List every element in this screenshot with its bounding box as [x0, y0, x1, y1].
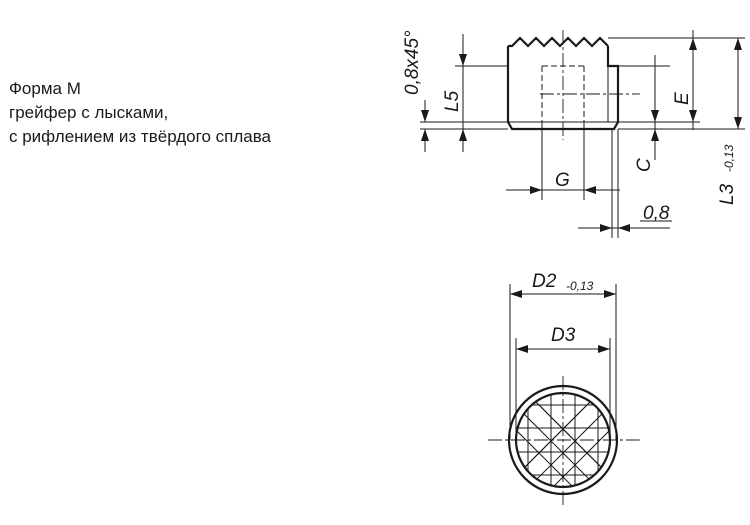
caption: Форма M грейфер с лысками, с рифлением и…: [9, 77, 271, 149]
side-view: [420, 30, 745, 238]
l5-label: L5: [442, 90, 463, 112]
caption-form: Форма M: [9, 79, 81, 98]
chamfer-label: 0,8x45°: [402, 30, 423, 95]
d3-label: D3: [551, 325, 576, 346]
l3-tolerance-label: -0,13: [722, 144, 736, 172]
d2-label: D2: [532, 271, 557, 292]
caption-description: грейфер с лысками,: [9, 103, 169, 122]
top-view: [488, 284, 640, 508]
gap-label: 0,8: [643, 203, 670, 224]
l3-label: L3: [717, 183, 738, 205]
knurl-teeth: [508, 36, 609, 48]
caption-material: с рифлением из твёрдого сплава: [9, 127, 272, 146]
g-label: G: [555, 170, 570, 191]
c-label: C: [634, 158, 655, 172]
d2-tolerance-label: -0,13: [566, 279, 594, 293]
part-body-outline: [506, 46, 620, 131]
e-label: E: [672, 92, 693, 105]
